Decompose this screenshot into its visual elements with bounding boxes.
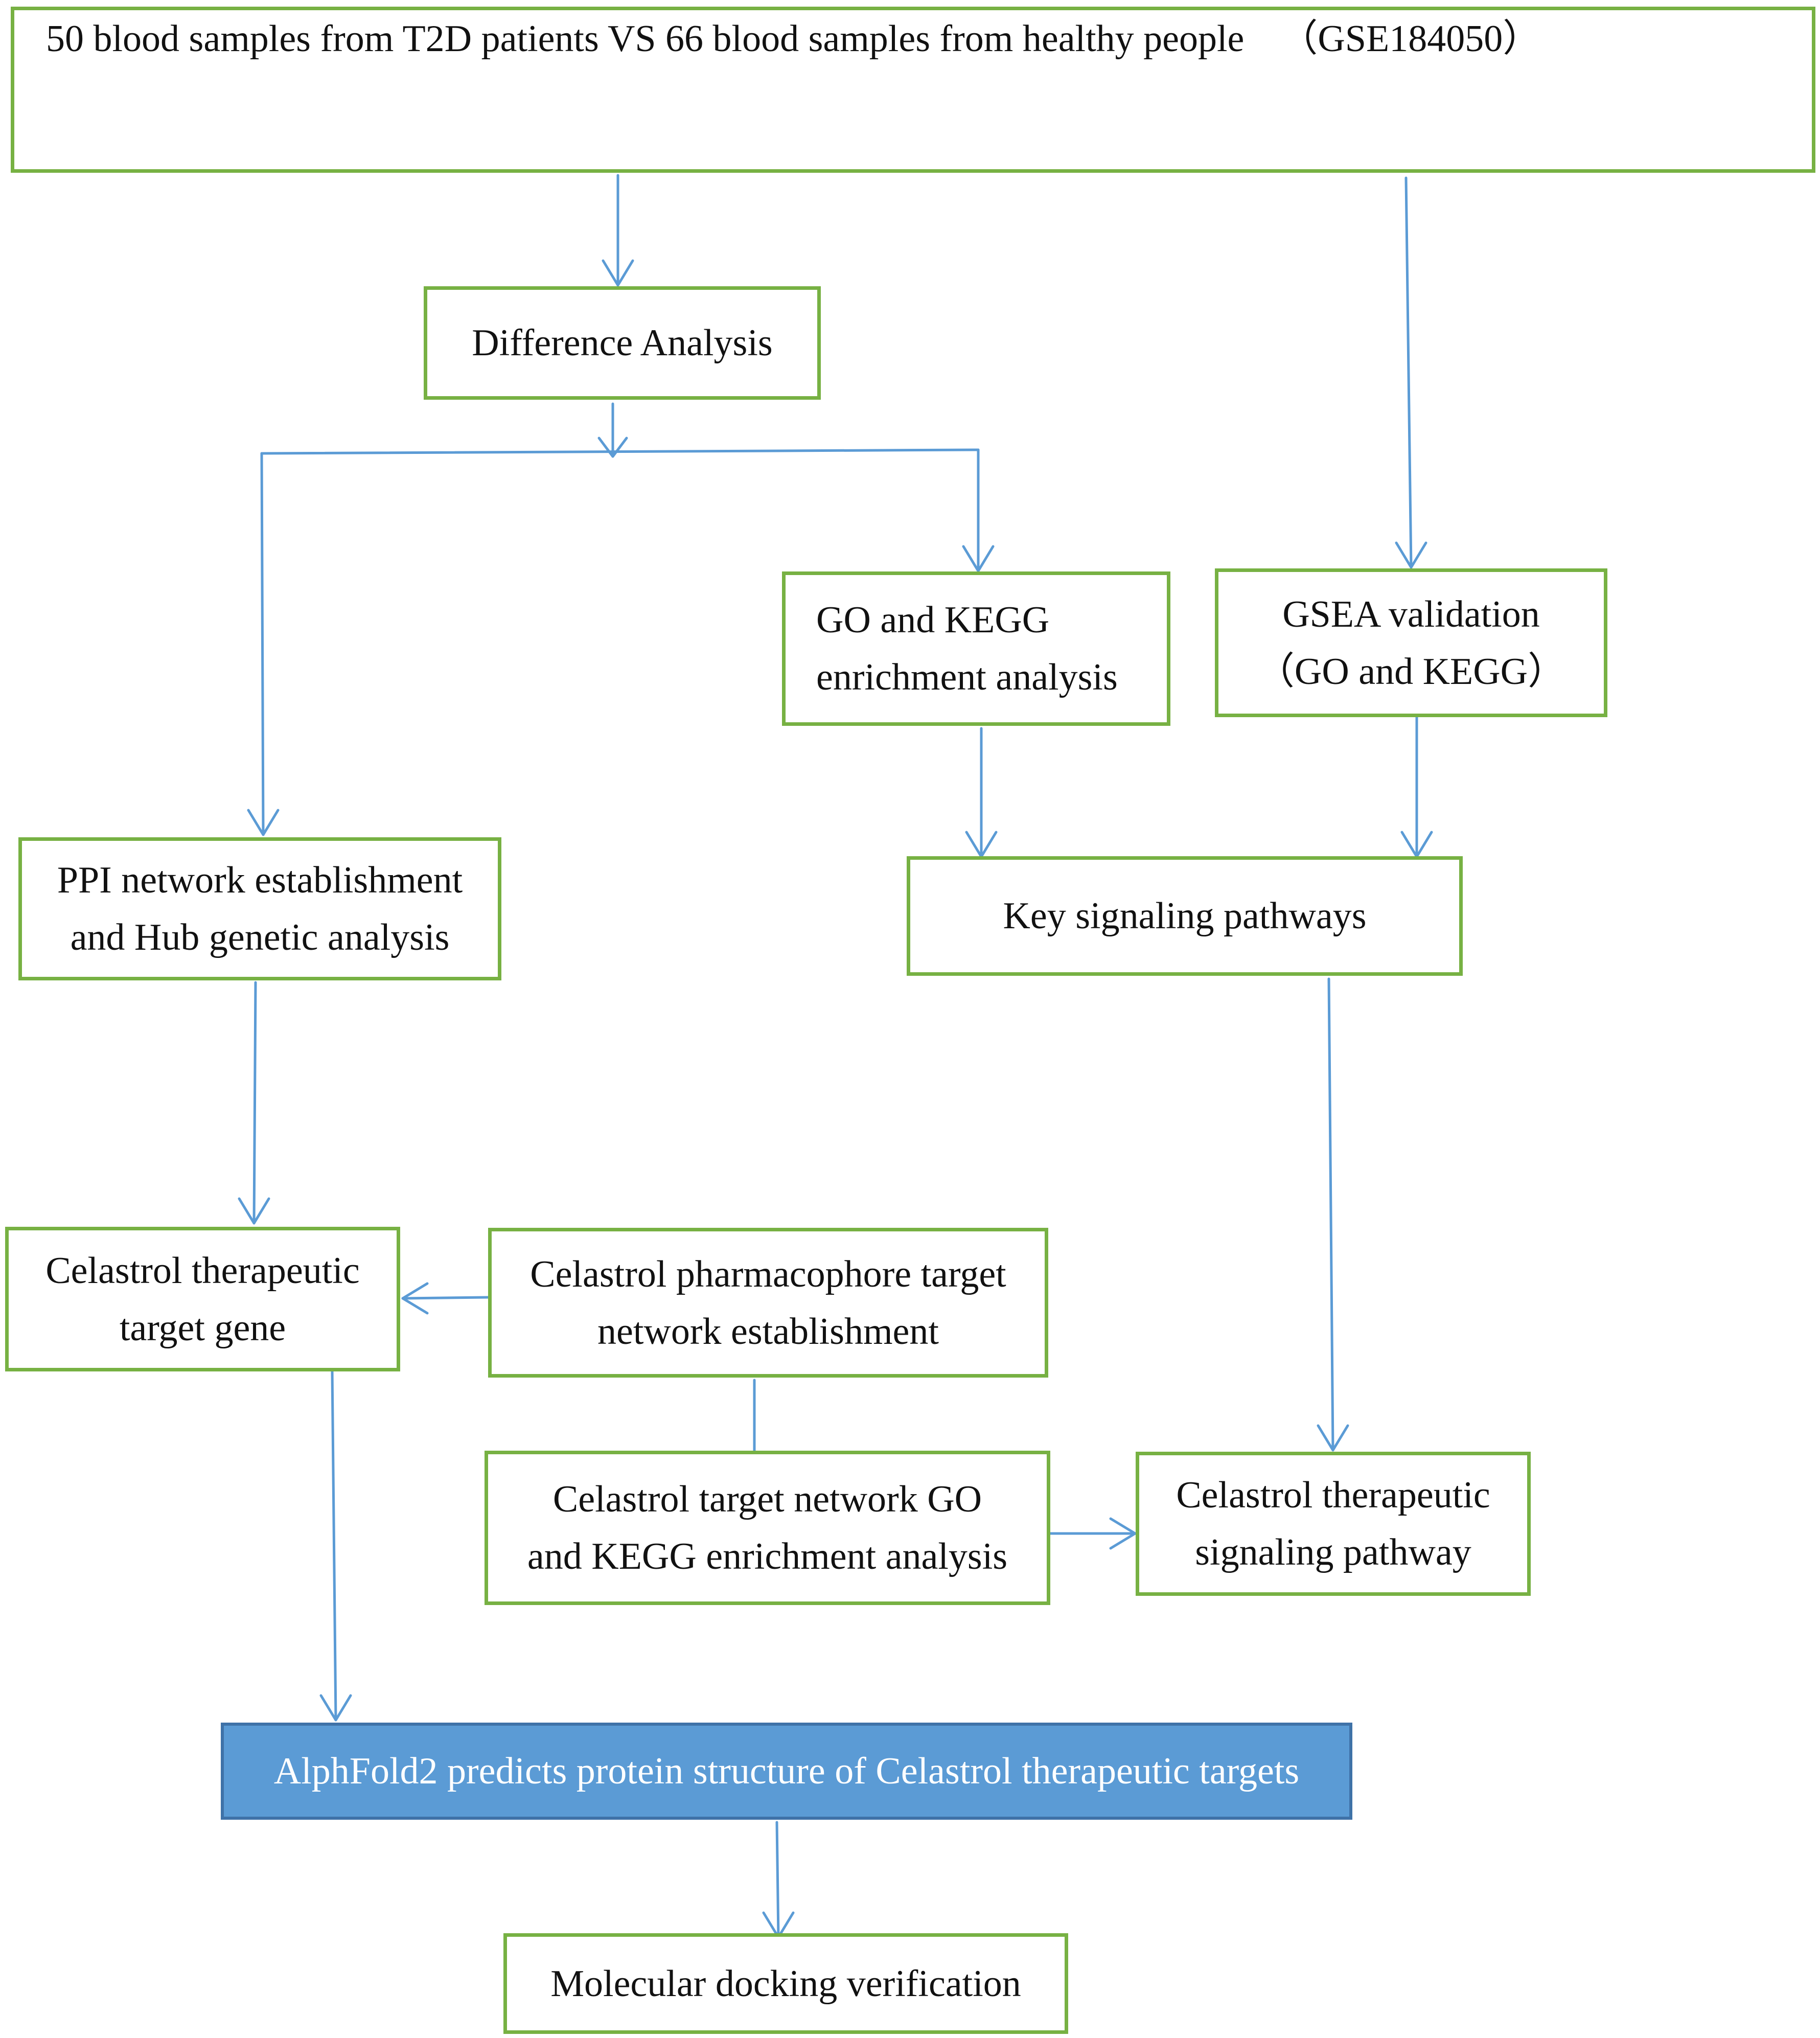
arrow-key-to-therapeutic-pathway <box>1327 977 1334 1452</box>
arrowhead <box>247 809 280 836</box>
alphafold-prediction-label: AlphFold2 predicts protein structure of … <box>273 1750 1300 1792</box>
arrow-branch-to-ppi <box>260 452 265 836</box>
source-samples-box: 50 blood samples from T2D patients VS 66… <box>11 7 1815 173</box>
molecular-docking-label: Molecular docking verification <box>550 1962 1021 2005</box>
ppi-network-line2: and Hub genetic analysis <box>70 917 450 958</box>
target-network-enrichment-box: Celastrol target network GO and KEGG enr… <box>485 1451 1050 1605</box>
therapeutic-target-gene-box: Celastrol therapeutic target gene <box>5 1227 400 1371</box>
go-kegg-enrichment-line1: GO and KEGG <box>816 599 1050 641</box>
gsea-validation-line2: （GO and KEGG） <box>1256 650 1566 693</box>
therapeutic-signaling-pathway-line2: signaling pathway <box>1195 1531 1471 1573</box>
ppi-network-box: PPI network establishment and Hub geneti… <box>18 837 501 980</box>
arrowhead <box>1395 541 1427 569</box>
therapeutic-target-gene-line1: Celastrol therapeutic <box>45 1249 360 1292</box>
arrowhead <box>319 1694 352 1722</box>
pharmacophore-network-line1: Celastrol pharmacophore target <box>530 1253 1006 1295</box>
arrowhead <box>401 1282 429 1315</box>
therapeutic-target-gene-line2: target gene <box>119 1307 286 1349</box>
key-signaling-pathways-box: Key signaling pathways <box>907 856 1463 976</box>
arrow-target-gene-to-alphafold <box>331 1370 337 1722</box>
target-network-enrichment-line2: and KEGG enrichment analysis <box>527 1536 1008 1577</box>
pharmacophore-network-box: Celastrol pharmacophore target network e… <box>488 1228 1048 1378</box>
dataset-id-label: （GSE184050） <box>1280 18 1541 60</box>
arrowhead <box>238 1197 270 1225</box>
arrowhead <box>1109 1517 1137 1550</box>
source-samples-label: 50 blood samples from T2D patients VS 66… <box>46 18 1245 60</box>
key-signaling-pathways-label: Key signaling pathways <box>1003 895 1367 937</box>
arrowhead <box>962 545 995 573</box>
go-kegg-enrichment-line2: enrichment analysis <box>816 656 1118 698</box>
branch-bar <box>260 448 980 455</box>
arrowhead <box>602 259 634 287</box>
arrowhead <box>597 437 628 458</box>
gsea-validation-line1: GSEA validation <box>1282 593 1540 635</box>
molecular-docking-box: Molecular docking verification <box>503 1933 1068 2034</box>
go-kegg-enrichment-box: GO and KEGG enrichment analysis <box>782 571 1170 726</box>
arrow-source-to-gsea <box>1404 176 1413 569</box>
arrow-alphafold-to-docking <box>775 1821 780 1939</box>
difference-analysis-box: Difference Analysis <box>424 286 821 400</box>
therapeutic-signaling-pathway-box: Celastrol therapeutic signaling pathway <box>1136 1452 1531 1596</box>
gsea-validation-box: GSEA validation （GO and KEGG） <box>1215 568 1607 717</box>
arrow-ppi-to-target-gene <box>252 981 257 1225</box>
arrowhead <box>1317 1424 1349 1452</box>
arrow-pharmacophore-to-target-gene <box>401 1296 490 1300</box>
alphafold-prediction-box: AlphFold2 predicts protein structure of … <box>221 1723 1352 1820</box>
difference-analysis-label: Difference Analysis <box>472 322 773 364</box>
pharmacophore-network-line2: network establishment <box>597 1310 939 1353</box>
target-network-enrichment-line1: Celastrol target network GO <box>552 1478 982 1520</box>
therapeutic-signaling-pathway-line1: Celastrol therapeutic <box>1176 1474 1490 1516</box>
ppi-network-line1: PPI network establishment <box>57 859 463 901</box>
